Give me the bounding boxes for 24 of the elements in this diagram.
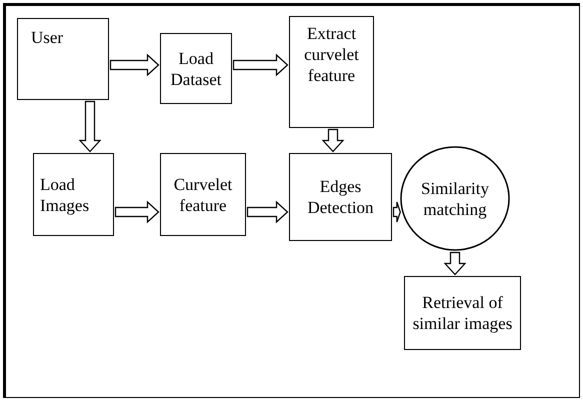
block-arrow [114,200,160,224]
block-arrow [246,200,288,224]
block-arrow [392,201,401,223]
block-arrow [232,54,288,76]
node-label: Load Dataset [170,48,222,90]
node-label: Load Images [40,174,90,216]
block-arrow [78,100,102,152]
node-label: Edges Detection [306,176,375,218]
node-label: Retrieval of similar images [412,292,514,334]
process-box [289,16,374,128]
process-box [17,18,109,100]
node-label: Similarity matching [420,178,490,220]
block-arrow [322,128,344,152]
block-arrow [444,252,466,276]
process-box [33,153,114,236]
process-box [160,153,246,236]
node-label: Curvelet feature [172,174,234,216]
block-arrow [110,54,160,76]
node-label: User [30,27,64,48]
node-label: Extract curvelet feature [303,23,360,86]
process-box [404,276,521,350]
process-box [160,33,232,104]
process-ellipse [400,146,510,251]
process-box [289,153,392,241]
